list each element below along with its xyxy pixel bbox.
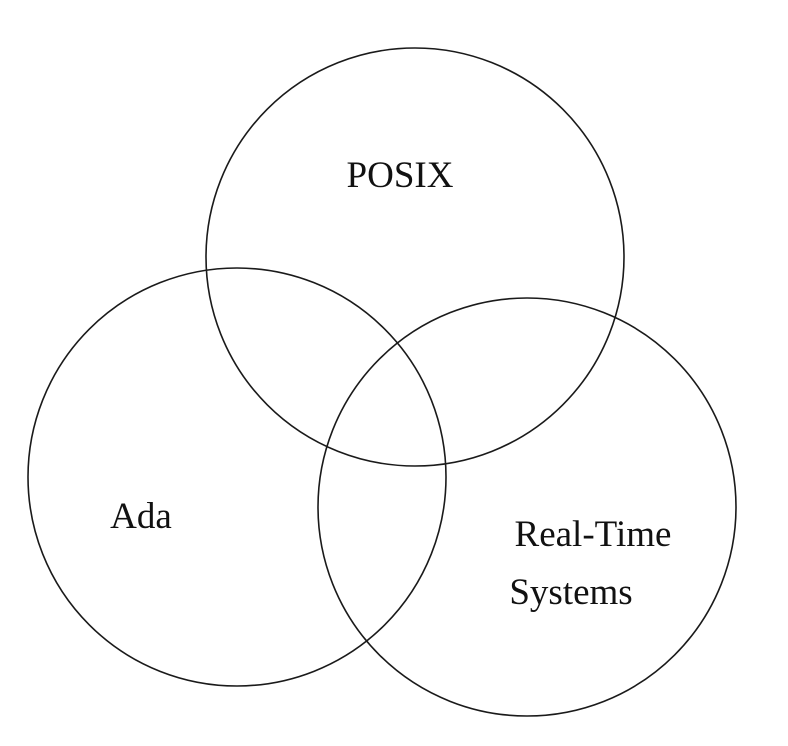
real-time-label: Real-Time [515,514,672,555]
ada-circle [27,267,447,687]
ada-label: Ada [110,496,172,537]
systems-label: Systems [509,572,632,613]
posix-circle [205,47,625,467]
real-time-systems-circle [317,297,737,717]
posix-label: POSIX [347,155,454,196]
